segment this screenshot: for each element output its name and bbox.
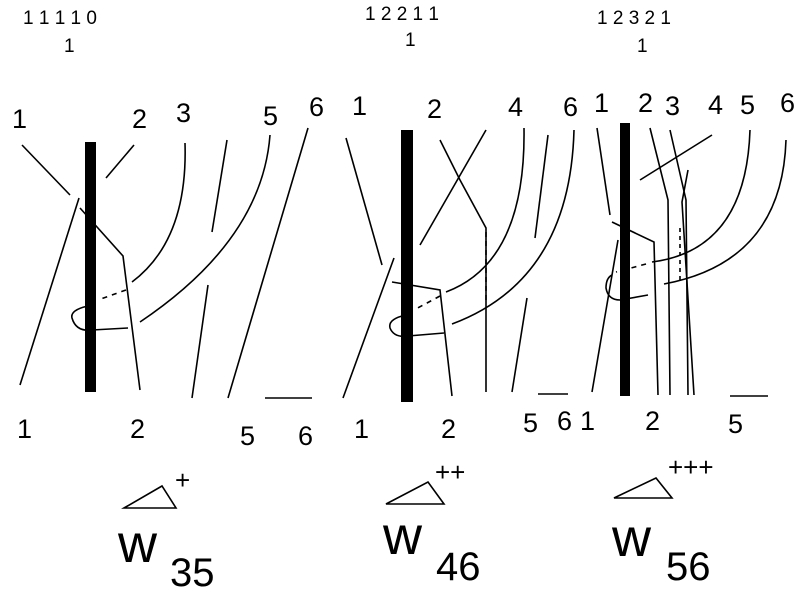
strand-3-curve <box>131 142 186 283</box>
top-label-5: 5 <box>740 90 755 120</box>
strand-2-right <box>649 127 671 396</box>
strand-4-dashed <box>413 295 441 311</box>
top-label-2: 2 <box>132 104 147 134</box>
bottom-label-5: 5 <box>240 421 255 451</box>
sequence-row1: 1 1 1 1 0 <box>23 8 97 29</box>
bottom-label-1: 1 <box>17 414 32 444</box>
w-letter: w <box>382 506 423 566</box>
strand-5-curve <box>651 129 751 263</box>
strand-3-right <box>669 129 689 396</box>
top-label-4: 4 <box>708 90 723 120</box>
superscript: + <box>175 465 190 495</box>
top-label-6: 6 <box>563 92 578 122</box>
delta-triangle <box>613 477 674 499</box>
strand-1-upper <box>596 127 611 216</box>
w-letter: w <box>611 508 652 568</box>
strands-w56 <box>591 127 787 397</box>
top-label-3: 3 <box>176 98 191 128</box>
bottom-label-6: 6 <box>298 421 313 451</box>
sequence-row2: 1 <box>637 36 648 57</box>
w-subscript: 46 <box>436 545 481 589</box>
bottom-label-6: 6 <box>557 406 572 436</box>
delta-triangle <box>385 480 446 505</box>
strand-3-diagonal <box>419 129 487 246</box>
top-label-3: 3 <box>665 91 680 121</box>
panel-w56: 1 2 3 2 1 1 1 2 3 4 5 6 1 2 5 +++ w <box>580 8 795 589</box>
vertical-bar <box>401 130 413 402</box>
panel-w46: 1 2 2 1 1 1 1 2 4 6 1 2 5 6 ++ w 46 <box>342 4 578 589</box>
strand-6-curve <box>451 129 575 325</box>
top-label-1: 1 <box>594 88 609 118</box>
strand-5-upper <box>534 134 549 239</box>
strand-loop <box>605 274 649 301</box>
bottom-label-2: 2 <box>645 406 660 436</box>
strand-5-lower <box>191 284 209 399</box>
strand-5-curve <box>139 134 271 323</box>
w-letter: w <box>117 514 158 574</box>
sequence-row1: 1 2 2 1 1 <box>365 4 439 25</box>
top-label-2: 2 <box>638 88 653 118</box>
strand-6-curve <box>663 139 787 285</box>
bottom-label-2: 2 <box>441 414 456 444</box>
top-label-2: 2 <box>427 94 442 124</box>
strand-1-lower <box>591 239 619 393</box>
top-label-1: 1 <box>12 104 27 134</box>
strand-5-lower <box>511 297 528 393</box>
strand-2-crossing <box>611 221 659 396</box>
strand-loop <box>388 315 445 338</box>
top-label-4: 4 <box>508 92 523 122</box>
strand-3-inner <box>681 169 695 396</box>
strand-loop <box>71 305 129 332</box>
superscript: +++ <box>668 452 714 482</box>
sequence-row2: 1 <box>64 36 75 57</box>
w-subscript: 35 <box>170 551 215 595</box>
bottom-label-1: 1 <box>580 406 595 436</box>
top-label-6: 6 <box>309 92 324 122</box>
superscript: ++ <box>435 457 465 487</box>
strand-2-top <box>105 144 135 179</box>
strand-1-upper <box>21 144 71 196</box>
strand-1-upper <box>345 137 383 266</box>
strand-1-lower <box>342 257 395 399</box>
bottom-label-2: 2 <box>130 414 145 444</box>
bottom-label-1: 1 <box>354 414 369 444</box>
strands-w35 <box>19 127 312 399</box>
delta-triangle <box>121 484 178 509</box>
bottom-label-5: 5 <box>523 408 538 438</box>
w-subscript: 56 <box>666 545 711 589</box>
strand-4-upper <box>211 139 228 233</box>
strands-w46 <box>342 127 575 399</box>
panel-w35: 1 1 1 1 0 1 1 2 3 5 6 1 2 5 6 + w 35 <box>12 8 324 595</box>
top-label-1: 1 <box>352 91 367 121</box>
strand-2-right <box>439 139 487 392</box>
top-label-6: 6 <box>780 88 795 118</box>
sequence-row2: 1 <box>405 30 416 51</box>
vertical-bar <box>620 123 630 396</box>
vertical-bar <box>85 142 96 392</box>
strand-4-curve <box>445 127 525 293</box>
strand-1-lower <box>19 197 80 386</box>
strand-3-dashed <box>97 289 127 301</box>
top-label-5: 5 <box>263 101 278 131</box>
strand-6 <box>227 127 309 399</box>
strand-4-diagonal <box>639 134 713 181</box>
sequence-row1: 1 2 3 2 1 <box>597 8 671 29</box>
bottom-label-5: 5 <box>728 409 743 439</box>
